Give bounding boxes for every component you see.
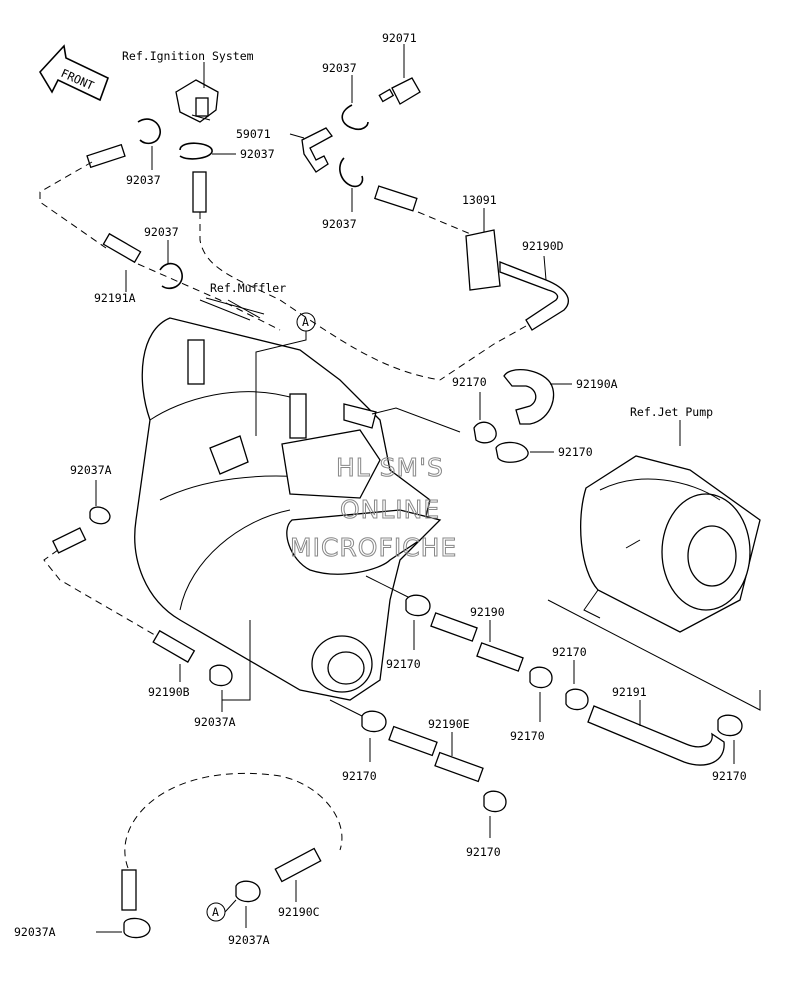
hose-92190E-b xyxy=(434,751,484,783)
callout-a-bottom-letter: A xyxy=(212,905,219,919)
route-line-3 xyxy=(329,699,363,717)
part-92190C: 92190C xyxy=(278,905,320,919)
route-line-1 xyxy=(371,407,461,433)
part-92191A: 92191A xyxy=(94,291,136,305)
route-line-2 xyxy=(365,575,411,599)
dash-route-6 xyxy=(43,549,161,639)
jet-pump xyxy=(579,420,761,633)
hose-92190-a xyxy=(430,612,478,642)
part-92170-d: 92170 xyxy=(510,729,545,743)
part-92037-right: 92037 xyxy=(322,217,357,231)
part-92037A-left: 92037A xyxy=(70,463,112,477)
clip-92037-ring xyxy=(159,262,183,290)
part-92037-top: 92037 xyxy=(322,61,357,75)
part-92170-g: 92170 xyxy=(342,769,377,783)
part-92190B: 92190B xyxy=(148,685,190,699)
clamp-92037A-left xyxy=(89,506,111,525)
damper-13091 xyxy=(465,229,501,291)
hose-upper xyxy=(373,185,418,212)
part-92190D: 92190D xyxy=(522,239,564,253)
part-92071: 92071 xyxy=(382,31,417,45)
dash-route-5 xyxy=(137,263,281,331)
ref-muffler-label: Ref.Muffler xyxy=(210,281,286,295)
part-92037-ring: 92037 xyxy=(144,225,179,239)
part-92190A: 92190A xyxy=(576,377,618,391)
part-92170-e: 92170 xyxy=(552,645,587,659)
clamp-92170-e xyxy=(565,688,589,711)
clip-92037-mid xyxy=(179,142,213,160)
watermark-line-1: HL SM'S xyxy=(336,453,444,482)
part-92170-c: 92170 xyxy=(386,657,421,671)
front-arrow-icon: FRONT xyxy=(39,44,110,102)
clamp-92170-d xyxy=(529,666,553,689)
ref-ignition-label: Ref.Ignition System xyxy=(122,49,254,63)
clamp-92170-h xyxy=(483,790,507,813)
part-92037A-bm: 92037A xyxy=(228,933,270,947)
ref-jet-pump-label: Ref.Jet Pump xyxy=(630,405,713,419)
dash-route-1 xyxy=(39,161,107,249)
clip-92037-right xyxy=(339,157,364,188)
fitting-92071 xyxy=(378,44,421,105)
hose-92190C xyxy=(274,847,322,883)
part-92191: 92191 xyxy=(612,685,647,699)
dash-route-2 xyxy=(199,212,441,381)
clamp-92170-c xyxy=(405,594,431,617)
clip-92037-top xyxy=(341,104,369,131)
hose-92190-b xyxy=(476,642,524,672)
elbow-59071 xyxy=(289,127,333,173)
part-92170-f: 92170 xyxy=(712,769,747,783)
hose-bottom-vertical xyxy=(121,869,137,911)
dash-route-4 xyxy=(439,325,527,381)
hose-left-short xyxy=(52,527,87,554)
watermark-line-3: MICROFICHE xyxy=(290,533,457,562)
leader-a-top xyxy=(255,331,307,436)
hose-92191A xyxy=(102,232,142,264)
part-92037A-bl: 92037A xyxy=(14,925,56,939)
part-92190: 92190 xyxy=(470,605,505,619)
part-13091: 13091 xyxy=(462,193,497,207)
clamp-92170-g xyxy=(361,710,387,733)
hose-92190B xyxy=(152,629,196,663)
hose-92190A xyxy=(503,369,555,425)
clamp-92170-right xyxy=(717,714,743,737)
part-59071: 59071 xyxy=(236,127,271,141)
hose-vertical-top xyxy=(192,171,207,213)
hose-top-left xyxy=(86,143,126,169)
clamp-92037A-bm xyxy=(235,880,261,903)
dash-route-7 xyxy=(124,772,343,869)
clamp-92037A-bl xyxy=(123,917,151,939)
leader-a-bottom xyxy=(222,620,251,701)
hose-92190E-a xyxy=(388,725,438,757)
clip-92037-left xyxy=(137,118,161,145)
engine-body xyxy=(134,299,442,701)
clamp-92037A-mid xyxy=(209,664,233,687)
part-92170-a: 92170 xyxy=(452,375,487,389)
callout-a-top-letter: A xyxy=(302,315,309,329)
part-92190E: 92190E xyxy=(428,717,470,731)
part-92037A-mid: 92037A xyxy=(194,715,236,729)
watermark: HL SM'S ONLINE MICROFICHE xyxy=(290,453,457,563)
clamp-92170-a xyxy=(473,421,497,444)
hose-92191 xyxy=(587,705,725,766)
jet-pump-base-line xyxy=(547,599,761,711)
clamp-92170-b xyxy=(495,441,529,463)
part-92037-left: 92037 xyxy=(126,173,161,187)
ignition-connector xyxy=(175,62,219,123)
hose-92190D xyxy=(499,261,569,331)
part-92170-b: 92170 xyxy=(558,445,593,459)
dash-route-3 xyxy=(417,211,481,239)
part-92170-h: 92170 xyxy=(466,845,501,859)
watermark-line-2: ONLINE xyxy=(340,495,440,524)
part-92037-mid: 92037 xyxy=(240,147,275,161)
